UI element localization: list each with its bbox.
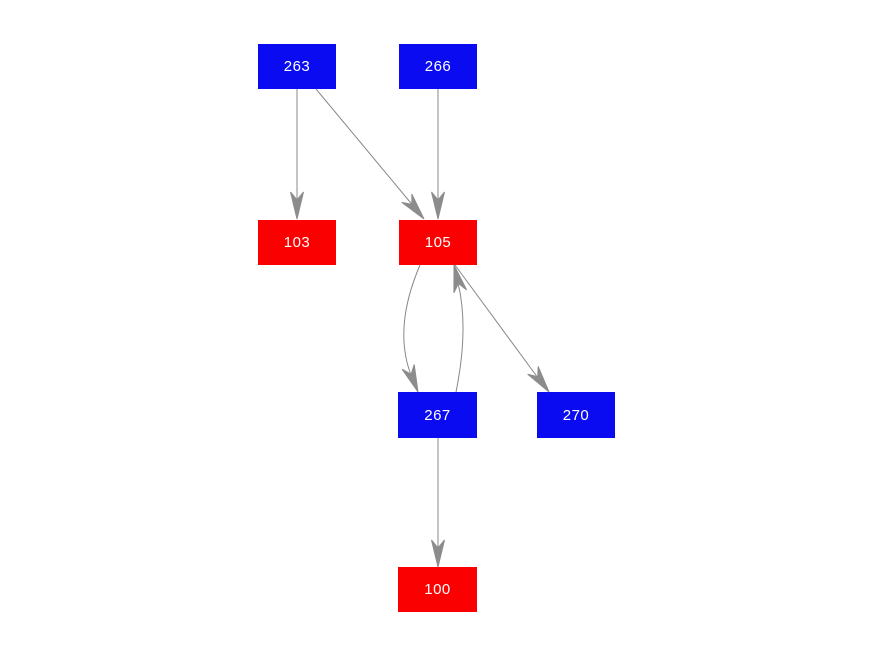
node-label: 263 bbox=[283, 58, 311, 75]
node-263: 263 bbox=[258, 44, 336, 89]
edge-266-105 bbox=[431, 89, 445, 220]
arrowhead-icon bbox=[431, 191, 445, 220]
node-105: 105 bbox=[399, 220, 477, 265]
node-266: 266 bbox=[399, 44, 477, 89]
edge-263-105 bbox=[315, 88, 425, 220]
node-label: 267 bbox=[424, 406, 451, 424]
node-103: 103 bbox=[258, 220, 336, 265]
edge-105-267 bbox=[401, 264, 421, 393]
edge-line bbox=[315, 88, 413, 206]
edge-line bbox=[455, 282, 464, 393]
arrowhead-icon bbox=[453, 264, 468, 294]
edge-263-103 bbox=[290, 89, 304, 220]
node-label: 270 bbox=[562, 406, 590, 424]
edge-267-105 bbox=[453, 264, 468, 393]
node-label: 266 bbox=[424, 58, 452, 75]
node-267: 267 bbox=[398, 392, 477, 438]
arrowhead-icon bbox=[401, 364, 419, 393]
node-label: 103 bbox=[283, 234, 311, 251]
node-100: 100 bbox=[398, 567, 477, 612]
arrowhead-icon bbox=[431, 539, 445, 568]
arrowhead-icon bbox=[290, 191, 304, 220]
node-270: 270 bbox=[537, 392, 615, 438]
edge-line bbox=[454, 264, 539, 379]
edge-105-270 bbox=[454, 264, 550, 393]
arrowhead-icon bbox=[527, 366, 550, 393]
node-label: 105 bbox=[424, 234, 452, 251]
node-label: 100 bbox=[424, 581, 451, 598]
arrowhead-icon bbox=[401, 193, 425, 220]
edge-line bbox=[403, 264, 421, 376]
edge-267-100 bbox=[431, 438, 445, 568]
